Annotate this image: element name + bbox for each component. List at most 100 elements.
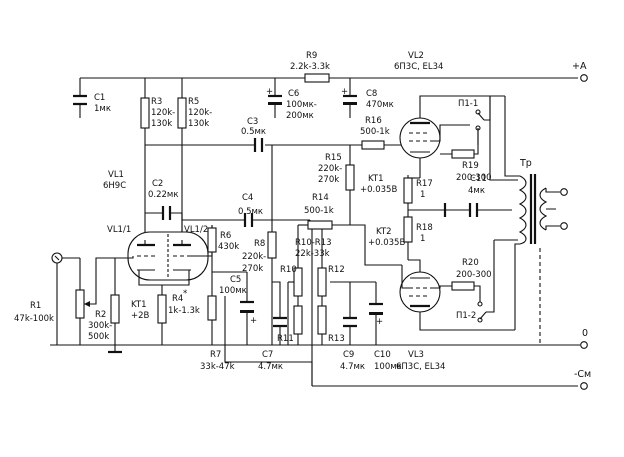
vl2-anode-line	[419, 95, 505, 118]
c5-plate-bottom	[240, 310, 254, 313]
c2-label: C2	[152, 179, 163, 189]
p1-1-blade	[477, 112, 485, 121]
r2-resistor	[110, 294, 120, 324]
r9-value: 2.2k-3.3k	[290, 62, 330, 72]
c10-value: 100мк	[374, 362, 402, 372]
c3-value: 0.5мк	[241, 127, 266, 137]
r10-label: R10	[280, 265, 297, 275]
r19-label: R19	[462, 161, 479, 171]
r19-resistor	[451, 149, 475, 159]
p1-2-blade	[479, 311, 487, 320]
vl3-label: VL3	[408, 350, 424, 360]
kt1b-label: KT1	[368, 174, 384, 184]
c2-capacitor	[161, 206, 172, 220]
minus-cm-label: -См	[574, 369, 591, 380]
r2-label: R2	[95, 310, 106, 320]
r6-value: 430k	[218, 242, 239, 252]
r15-label: R15	[325, 153, 342, 163]
r15-resistor	[345, 164, 355, 191]
r17-label: R17	[416, 179, 433, 189]
minus-cm-terminal	[580, 382, 588, 390]
vl1-anode-leads	[144, 240, 183, 245]
secondary-leads	[545, 188, 560, 230]
r12-label: R12	[328, 265, 345, 275]
vl1-2-cathode	[173, 269, 191, 275]
r18-resistor	[403, 216, 413, 243]
r4-label: R4	[172, 294, 183, 304]
vl1-cathode-join	[138, 275, 190, 286]
speaker-terminal-minus	[560, 222, 568, 230]
c10-label: C10	[374, 350, 391, 360]
c6-plus: +	[266, 87, 273, 97]
r20-value: 200-300	[456, 270, 492, 280]
c6-value-a: 100мк-	[286, 100, 317, 110]
p1-2-label: П1-2	[456, 311, 476, 321]
p1-2-contact-a	[477, 301, 483, 307]
vl2-anode-to-tr	[504, 96, 520, 177]
r6-resistor	[207, 227, 217, 253]
c4-line	[181, 213, 310, 221]
vl1-type: 6Н9С	[103, 181, 126, 191]
c11-capacitor	[468, 203, 479, 217]
r12-potentiometer	[317, 267, 327, 297]
r1-wiper-arrow	[84, 301, 90, 307]
r16-label: R16	[365, 116, 382, 126]
r8-value-b: 270k	[242, 264, 263, 274]
r6-label: R6	[220, 231, 231, 241]
c5-leads	[212, 271, 248, 345]
p1-1-contact-a	[475, 109, 481, 115]
r16-value: 500-1k	[360, 127, 390, 137]
p1-1-label: П1-1	[458, 99, 478, 109]
kt2-value: +0.035В	[368, 238, 405, 248]
vl3-g2-line	[430, 285, 452, 289]
vl2-type: 6П3С, EL34	[394, 62, 443, 72]
p1-1-common	[484, 96, 491, 121]
r11-label: R11	[277, 334, 294, 344]
r7-resistor	[207, 295, 217, 321]
r14-to-vl3-grid	[332, 224, 402, 266]
r20-resistor	[451, 281, 475, 291]
r3-resistor	[140, 97, 150, 129]
r19-leads	[440, 128, 479, 155]
r5-value-a: 120k-	[188, 108, 212, 118]
r4-resistor	[157, 294, 167, 324]
vl2-label: VL2	[408, 51, 424, 61]
r17-value: 1	[420, 190, 425, 200]
r1-value: 47k-100k	[14, 314, 54, 324]
r3-value-a: 120k-	[151, 108, 175, 118]
c11-label: C11	[470, 174, 487, 184]
c3-capacitor	[253, 138, 264, 152]
c10-plus: +	[376, 317, 383, 327]
r9-label: R9	[306, 51, 317, 61]
c8-plus: +	[341, 87, 348, 97]
r5-label: R5	[188, 97, 199, 107]
r5-value-b: 130k	[188, 119, 209, 129]
vl3-anode-line	[419, 312, 515, 331]
r8-resistor	[267, 231, 277, 259]
c9-value: 4.7мк	[340, 362, 365, 372]
r1-potentiometer	[75, 289, 85, 319]
transformer-secondary	[539, 187, 548, 231]
kt2-label: KT2	[376, 227, 392, 237]
r13-resistor	[317, 305, 327, 335]
transformer-core	[529, 174, 537, 244]
c6-label: C6	[288, 89, 299, 99]
c8-value: 470мк	[366, 100, 394, 110]
c8-label: C8	[366, 89, 377, 99]
r15-value-b: 270k	[318, 175, 339, 185]
r10-13-label: R10-R13	[295, 238, 332, 248]
vl2-tap-line	[489, 96, 518, 181]
kt1-value: +2В	[131, 311, 150, 321]
c4-value: 0.5мк	[238, 207, 263, 217]
r1-wiper-to-grid	[84, 256, 134, 305]
r3-value-b: 130k	[151, 119, 172, 129]
transformer-primary	[518, 175, 527, 245]
r5-resistor	[177, 97, 187, 129]
c4-capacitor	[243, 213, 254, 227]
c5-value: 100мк	[219, 286, 247, 296]
input-jack-mark	[54, 255, 60, 261]
r14-resistor	[307, 220, 333, 230]
r13-label: R13	[328, 334, 345, 344]
